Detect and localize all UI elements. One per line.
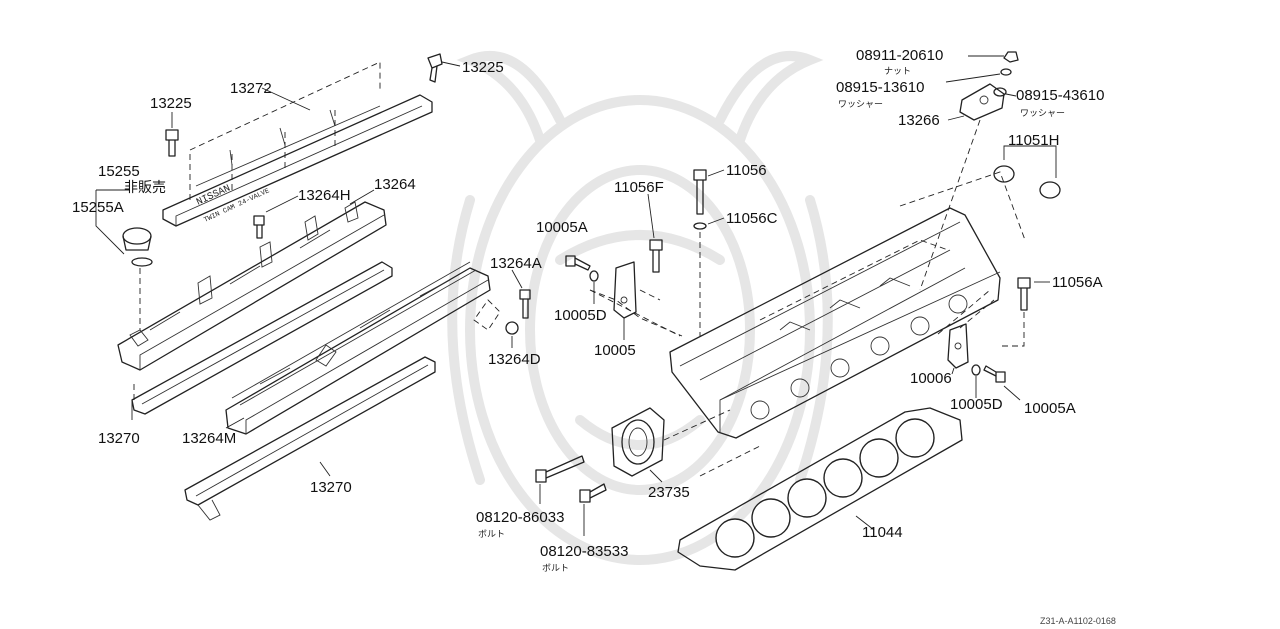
head-cover-gasket-lower [184, 356, 436, 521]
washer-10005D-right [971, 364, 981, 398]
label-13264H: 13264H [298, 187, 351, 204]
label-13225-right: 13225 [462, 59, 504, 76]
label-not-sold: 非販売 [124, 180, 166, 196]
label-11044: 11044 [862, 524, 903, 541]
label-13270-lower: 13270 [310, 479, 352, 496]
bolt-10005A-left [565, 255, 591, 271]
bolt-13225-left [165, 112, 179, 157]
bolt-11056F [647, 193, 663, 273]
bolt-13264A [511, 269, 531, 319]
label-13266: 13266 [898, 112, 940, 129]
nut-08911-20610 [968, 51, 1019, 63]
label-bolt-jp-a: ボルト [478, 529, 505, 540]
bolt-13225-right [427, 53, 461, 83]
label-13264D: 13264D [488, 351, 541, 368]
label-13270-upper: 13270 [98, 430, 140, 447]
watermark-crest [447, 51, 833, 565]
label-13264: 13264 [374, 176, 416, 193]
label-washer-jp-a: ワッシャー [838, 100, 883, 110]
bolt-08120-86033 [535, 455, 585, 504]
label-11056C: 11056C [726, 210, 778, 227]
label-bolt-jp-b: ボルト [542, 563, 569, 574]
bracket-13266 [947, 83, 1005, 121]
label-washer-jp-b: ワッシャー [1020, 109, 1065, 119]
oil-filler-cap [95, 189, 153, 330]
label-08911-20610: 08911-20610 [856, 47, 943, 64]
label-11056: 11056 [726, 162, 767, 179]
label-15255A: 15255A [72, 199, 124, 216]
label-08120-86033: 08120-86033 [476, 509, 564, 526]
label-13272: 13272 [230, 80, 272, 97]
label-08120-83533: 08120-83533 [540, 543, 628, 560]
diagram-code: Z31-A-A1102-0168 [1040, 616, 1116, 626]
head-cover-gasket-upper [131, 261, 393, 420]
label-13264M: 13264M [182, 430, 236, 447]
label-11051H: 11051H [1008, 132, 1059, 149]
label-10006: 10006 [910, 370, 952, 387]
plug-11051H [993, 145, 1061, 199]
label-15255: 15255 [98, 163, 140, 180]
housing-23735 [611, 407, 731, 483]
label-11056F: 11056F [614, 179, 664, 196]
washer-13264D [473, 299, 519, 348]
label-23735: 23735 [648, 484, 690, 501]
washer-10005D-left [589, 270, 599, 304]
label-08915-43610: 08915-43610 [1016, 87, 1104, 104]
bolt-11056A [1000, 277, 1050, 347]
head-gasket-11044 [677, 407, 963, 571]
label-08915-13610: 08915-13610 [836, 79, 924, 96]
washer-08915-43610 [993, 87, 1017, 97]
label-nut-jp: ナット [884, 66, 911, 77]
bolt-11056 [693, 169, 725, 215]
bracket-10006 [937, 289, 995, 375]
washer-08915-13610 [945, 68, 1012, 83]
bolt-10005A-right [983, 365, 1021, 401]
cylinder-head-cover-13264M [225, 261, 491, 435]
label-10005D-left: 10005D [554, 307, 607, 324]
bracket-10005 [613, 261, 637, 340]
label-13225-left: 13225 [150, 95, 192, 112]
bolt-13264H [253, 195, 299, 239]
label-10005: 10005 [594, 342, 636, 359]
label-11056A: 11056A [1052, 274, 1103, 291]
bolt-08120-83533 [579, 483, 607, 536]
label-13264A: 13264A [490, 255, 542, 272]
cylinder-head-cover [117, 201, 387, 371]
label-10005A-left: 10005A [536, 219, 588, 236]
washer-11056C [693, 217, 725, 336]
cylinder-head [589, 171, 1026, 439]
label-10005D-right: 10005D [950, 396, 1003, 413]
label-10005A-right: 10005A [1024, 400, 1076, 417]
